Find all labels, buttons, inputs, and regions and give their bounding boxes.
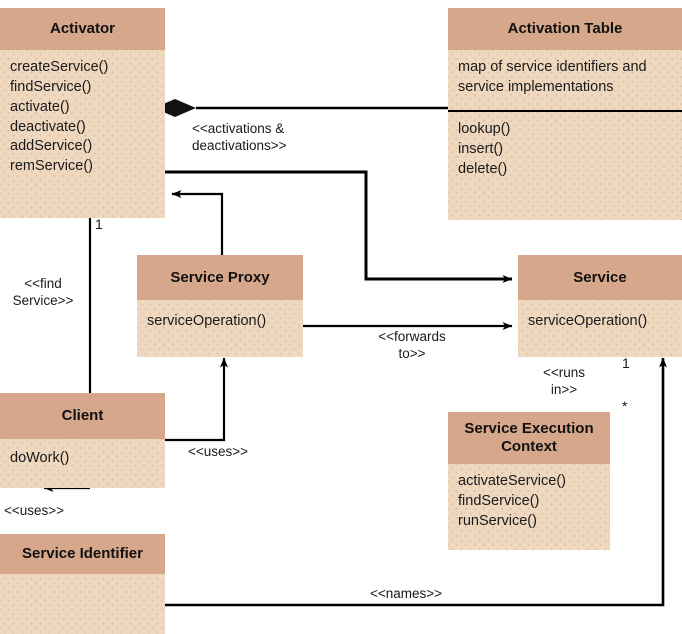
class-service-identifier-title: Service Identifier [0, 534, 165, 574]
class-service-execution-context-title: Service Execution Context [448, 412, 610, 464]
operation: findService() [458, 492, 540, 509]
edge-uses-proxy [165, 357, 228, 442]
edge-label-runs-in: <<runs in>> [542, 365, 586, 398]
operation: runService() [458, 512, 537, 529]
operation: addService() [10, 138, 93, 155]
class-service-proxy[interactable]: Service Proxy serviceOperation() [137, 255, 303, 357]
operation: deactivate() [10, 118, 86, 135]
operation: delete() [458, 160, 508, 177]
edge-label-forwards-to: <<forwards to>> [378, 329, 446, 362]
class-service-execution-context[interactable]: Service Execution Context activateServic… [448, 412, 610, 550]
operation: lookup() [458, 121, 511, 137]
class-service-proxy-title: Service Proxy [137, 255, 303, 300]
class-service-proxy-operations: serviceOperation() [137, 300, 303, 357]
edge-label-uses-proxy: <<uses>> [188, 444, 249, 459]
class-service-identifier-body [0, 574, 165, 634]
operation: remService() [10, 158, 93, 175]
operation: activateService() [458, 473, 566, 489]
class-activation-table-title: Activation Table [448, 8, 682, 50]
class-activator[interactable]: Activator createService() findService() … [0, 8, 165, 218]
edge-proxy-to-activator [171, 190, 224, 262]
edge-label-activations-deactivations: <<activations & deactivations>> [192, 121, 287, 154]
class-activation-table[interactable]: Activation Table map of service identifi… [448, 8, 682, 220]
class-service-identifier[interactable]: Service Identifier [0, 534, 165, 634]
operation: doWork() [10, 450, 70, 466]
class-service-execution-context-operations: activateService() findService() runServi… [448, 464, 610, 550]
edge-label-uses-identifier: <<uses>> [4, 503, 65, 518]
edge-label-find-service: <<find Service>> [12, 276, 74, 309]
class-client-operations: doWork() [0, 439, 165, 488]
class-client-title: Client [0, 393, 165, 439]
class-client[interactable]: Client doWork() [0, 393, 165, 488]
operation: activate() [10, 98, 70, 115]
attribute: map of service identifiers and service i… [458, 59, 647, 95]
operation: findService() [10, 78, 92, 95]
edge-label-names: <<names>> [370, 586, 443, 601]
class-service-operations: serviceOperation() [518, 300, 682, 357]
multiplicity-runs-in-source: 1 [622, 355, 630, 371]
class-activation-table-operations: lookup() insert() delete() [448, 110, 682, 220]
operation: serviceOperation() [147, 313, 267, 329]
class-service[interactable]: Service serviceOperation() [518, 255, 682, 357]
class-activator-operations: createService() findService() activate()… [0, 50, 165, 218]
multiplicity-find-service: 1 [95, 216, 103, 232]
operation: createService() [10, 59, 109, 75]
class-activation-table-attributes: map of service identifiers and service i… [448, 50, 682, 110]
multiplicity-runs-in-target: * [622, 398, 628, 414]
operation: insert() [458, 140, 504, 157]
edge-activations-deactivations [154, 99, 448, 117]
class-activator-title: Activator [0, 8, 165, 50]
operation: serviceOperation() [528, 313, 648, 329]
class-service-title: Service [518, 255, 682, 300]
